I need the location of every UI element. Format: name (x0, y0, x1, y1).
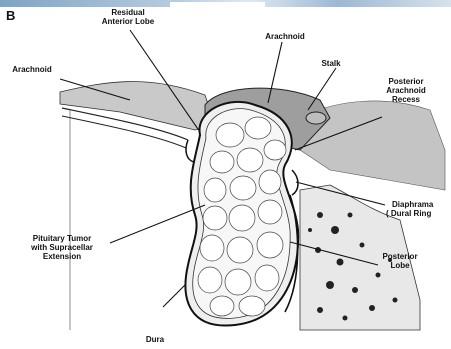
label-line: Residual (96, 8, 160, 17)
label-posterior-lobe: Posterior Lobe (376, 252, 424, 270)
label-line: Extension (22, 252, 102, 261)
label-line: Lobe (376, 261, 424, 270)
stalk-shape (306, 112, 326, 124)
label-posterior-arachnoid-recess: Posterior Arachnoid Recess (378, 77, 434, 104)
label-line: with Supracellar (22, 243, 102, 252)
label-line: Posterior (376, 252, 424, 261)
label-line: Recess (378, 95, 434, 104)
label-arachnoid-left: Arachnoid (8, 65, 56, 74)
label-line: Posterior (378, 77, 434, 86)
label-stalk: Stalk (316, 59, 346, 68)
label-residual-anterior-lobe: Residual Anterior Lobe (96, 8, 160, 26)
diaphragma-hook-left (186, 140, 194, 162)
label-line: Arachnoid (378, 86, 434, 95)
brain-tissue-left (60, 81, 215, 130)
label-line: Diaphrama (386, 200, 446, 209)
label-dura: Dura (140, 335, 170, 344)
label-line: Pituitary Tumor (22, 234, 102, 243)
label-arachnoid-top: Arachnoid (260, 32, 310, 41)
label-pituitary-tumor: Pituitary Tumor with Supracellar Extensi… (22, 234, 102, 261)
label-line: ( Dural Ring (386, 209, 446, 218)
label-line: Anterior Lobe (96, 17, 160, 26)
label-diaphragma: Diaphrama ( Dural Ring (386, 200, 446, 218)
